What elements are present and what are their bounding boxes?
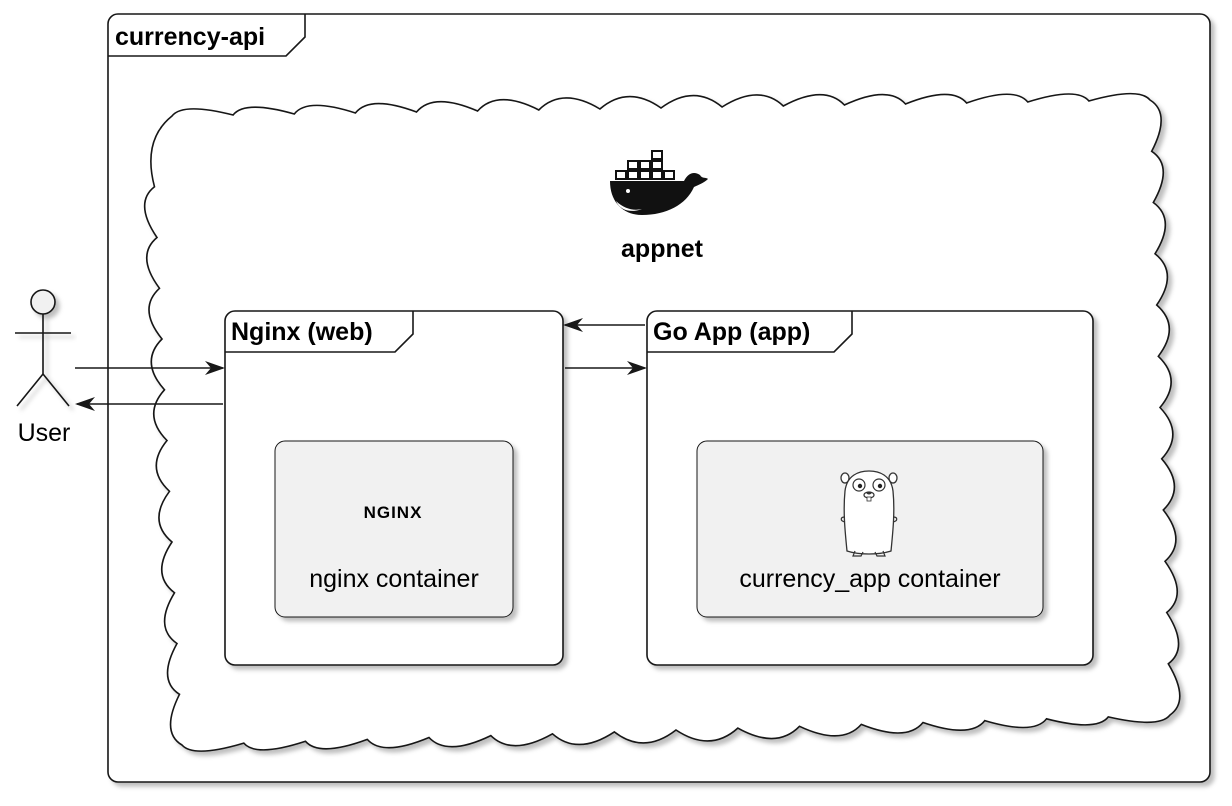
go-app-frame-title: Go App (app) <box>653 318 810 346</box>
nginx-container[interactable]: NGINX nginx container <box>274 440 514 618</box>
currency-app-container[interactable]: currency_app container <box>696 440 1044 618</box>
nginx-container-label: nginx container <box>309 565 479 593</box>
currency-app-container-label: currency_app container <box>739 565 1000 593</box>
user-actor-icon <box>15 289 71 407</box>
appnet-label: appnet <box>621 235 704 263</box>
go-gopher-icon <box>840 470 898 557</box>
nginx-web-frame-title: Nginx (web) <box>231 318 373 346</box>
nginx-web-frame[interactable]: Nginx (web) NGINX nginx container <box>224 310 564 666</box>
go-app-frame[interactable]: Go App (app) currency_app container <box>646 310 1094 666</box>
nginx-logo-icon: NGINX <box>364 503 423 522</box>
currency-api-frame-title: currency-api <box>115 23 265 51</box>
user-actor[interactable]: User <box>15 289 71 447</box>
docker-whale-icon <box>610 150 708 215</box>
user-actor-label: User <box>18 419 71 447</box>
edges <box>75 318 647 411</box>
